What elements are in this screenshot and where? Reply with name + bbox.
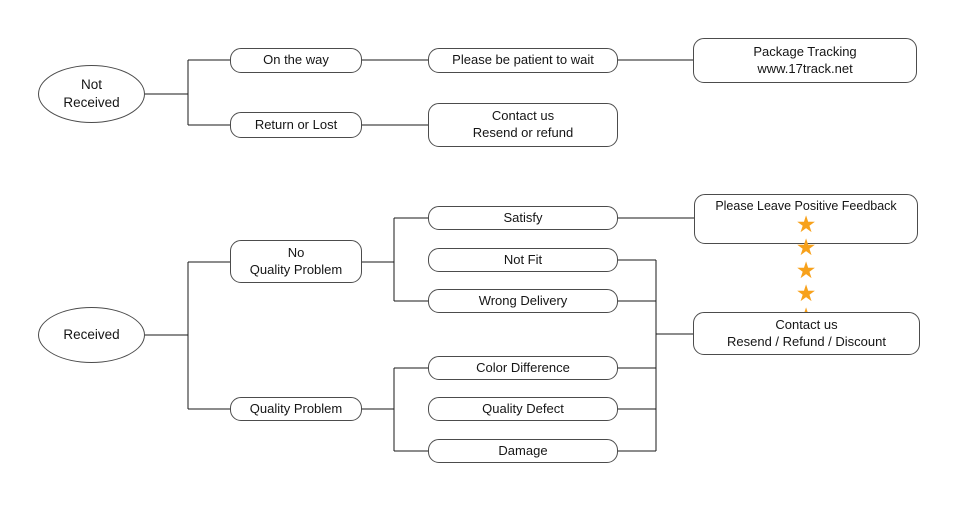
received-label: Received bbox=[63, 327, 120, 343]
package-tracking-url: www.17track.net bbox=[757, 60, 853, 76]
not-received-node: Not Received bbox=[38, 65, 145, 123]
no-quality-problem-line2: Quality Problem bbox=[249, 261, 343, 277]
star-icon: ★ bbox=[795, 257, 817, 284]
wrong-delivery-node: Wrong Delivery bbox=[428, 289, 618, 313]
wrong-delivery-label: Wrong Delivery bbox=[478, 292, 568, 308]
color-difference-node: Color Difference bbox=[428, 356, 618, 380]
return-or-lost-node: Return or Lost bbox=[230, 112, 362, 138]
quality-defect-label: Quality Defect bbox=[482, 400, 564, 416]
received-node: Received bbox=[38, 307, 145, 363]
contact-resend-refund-line2: Resend or refund bbox=[472, 125, 574, 140]
quality-defect-node: Quality Defect bbox=[428, 397, 618, 421]
return-or-lost-label: Return or Lost bbox=[254, 116, 338, 132]
quality-problem-node: Quality Problem bbox=[230, 397, 362, 421]
color-difference-label: Color Difference bbox=[476, 359, 570, 375]
package-tracking-node: Package Tracking www.17track.net bbox=[693, 38, 917, 83]
contact-resend-refund-discount-node: Contact us Resend / Refund / Discount bbox=[693, 312, 920, 355]
not-fit-label: Not Fit bbox=[503, 251, 543, 267]
please-wait-label: Please be patient to wait bbox=[452, 52, 594, 68]
positive-feedback-label: Please Leave Positive Feedback bbox=[715, 199, 897, 213]
please-wait-node: Please be patient to wait bbox=[428, 48, 618, 73]
contact-discount-line2: Resend / Refund / Discount bbox=[727, 333, 886, 349]
contact-resend-refund-line1: Contact us bbox=[491, 108, 555, 124]
star-icon: ★ bbox=[795, 234, 817, 261]
not-received-label-line2: Received bbox=[63, 95, 120, 110]
star-icon: ★ bbox=[795, 211, 817, 238]
star-icon: ★ bbox=[795, 280, 817, 307]
no-quality-problem-node: No Quality Problem bbox=[230, 240, 362, 283]
package-tracking-label: Package Tracking bbox=[753, 43, 857, 59]
positive-feedback-node: Please Leave Positive Feedback ★★★★★ bbox=[694, 194, 918, 328]
not-received-label-line1: Not bbox=[80, 77, 102, 93]
damage-label: Damage bbox=[498, 442, 548, 458]
on-the-way-label: On the way bbox=[263, 52, 329, 68]
on-the-way-node: On the way bbox=[230, 48, 362, 73]
damage-node: Damage bbox=[428, 439, 618, 463]
not-fit-node: Not Fit bbox=[428, 248, 618, 272]
quality-problem-label: Quality Problem bbox=[249, 400, 343, 416]
satisfy-label: Satisfy bbox=[503, 209, 543, 225]
contact-resend-refund-node: Contact us Resend or refund bbox=[428, 103, 618, 147]
no-quality-problem-line1: No bbox=[287, 244, 305, 260]
satisfy-node: Satisfy bbox=[428, 206, 618, 230]
star-rating: ★★★★★ bbox=[796, 213, 817, 328]
contact-discount-line1: Contact us bbox=[775, 316, 838, 332]
